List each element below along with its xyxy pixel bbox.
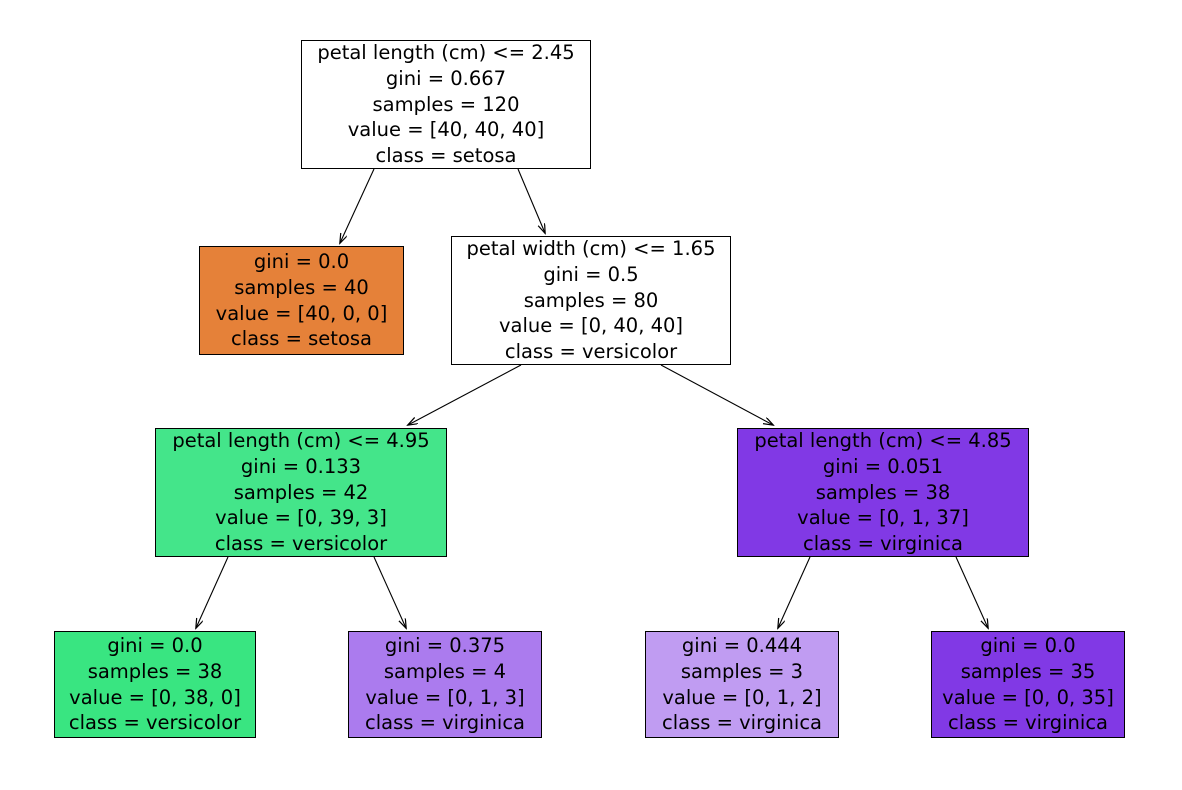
node-value: value = [0, 1, 3] [365,685,525,709]
node-samples: samples = 80 [523,288,659,312]
node-gini: gini = 0.375 [384,633,506,657]
tree-edge [196,556,229,628]
tree-edge [408,364,522,425]
node-class: class = virginica [364,711,526,735]
node-class: class = virginica [661,711,823,735]
tree-edge [517,168,545,233]
node-class: class = setosa [375,144,517,168]
node-value: value = [0, 38, 0] [69,685,241,709]
node-gini: gini = 0.444 [681,633,803,657]
node-gini: gini = 0.0 [980,633,1076,657]
tree-edge [340,168,375,243]
tree-edge [778,556,811,628]
node-samples: samples = 4 [383,659,507,683]
node-value: value = [0, 1, 37] [797,506,969,530]
node-value: value = [40, 40, 40] [347,118,545,142]
node-class: class = setosa [231,327,372,351]
node-condition: petal length (cm) <= 2.45 [317,41,575,65]
node-gini: gini = 0.051 [822,454,944,478]
tree-edge [660,364,773,425]
node-samples: samples = 120 [372,92,520,116]
node-gini: gini = 0.0 [253,249,350,273]
tree-edge [373,556,406,628]
node-class: class = versicolor [68,711,242,735]
node-samples: samples = 42 [233,480,369,504]
node-condition: petal length (cm) <= 4.95 [172,429,430,453]
node-samples: samples = 38 [815,480,951,504]
node-value: value = [0, 39, 3] [215,506,387,530]
node-class: class = virginica [947,711,1109,735]
node-gini: gini = 0.5 [543,262,639,286]
node-class: class = versicolor [214,532,388,556]
node-value: value = [0, 40, 40] [498,314,684,338]
node-condition: petal width (cm) <= 1.65 [466,237,716,261]
node-value: value = [0, 1, 2] [662,685,822,709]
node-value: value = [0, 0, 35] [942,685,1114,709]
node-samples: samples = 35 [960,659,1096,683]
node-samples: samples = 40 [234,275,369,299]
node-class: class = virginica [802,532,964,556]
node-samples: samples = 38 [87,659,223,683]
node-gini: gini = 0.0 [107,633,203,657]
node-condition: petal length (cm) <= 4.85 [754,429,1012,453]
node-gini: gini = 0.133 [240,454,362,478]
node-samples: samples = 3 [680,659,804,683]
node-class: class = versicolor [504,340,678,364]
tree-edge [955,556,988,628]
node-gini: gini = 0.667 [385,66,507,90]
node-value: value = [40, 0, 0] [215,301,388,325]
